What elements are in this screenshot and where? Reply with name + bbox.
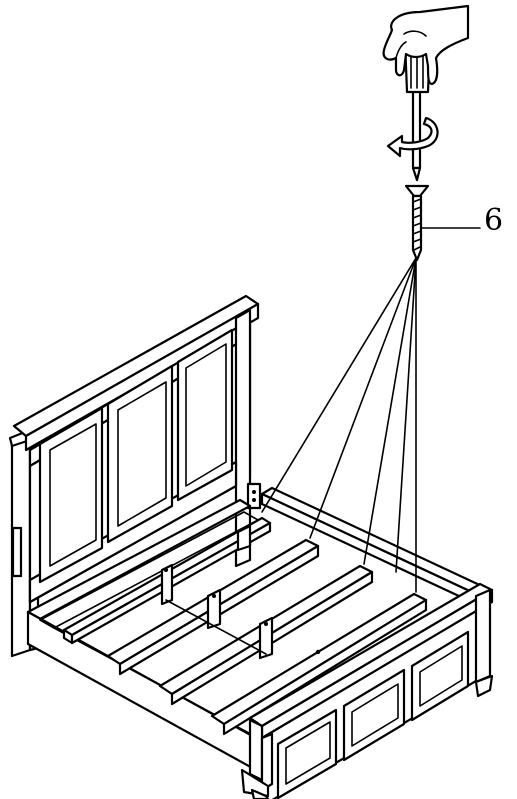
part-number-label: 6 [484,203,504,238]
footboard-panel-center [342,668,406,762]
screw-icon [404,184,430,262]
slat-4 [210,592,428,736]
headboard-panel-center [106,364,174,544]
center-support-legs [160,524,274,660]
footboard-panel-right [410,630,470,722]
footboard-panel-left [276,708,338,799]
headboard-panel-right [176,328,234,502]
headboard-panel-left [38,406,104,584]
footboard-right-post [474,588,492,684]
footboard [240,582,494,799]
hand-icon [382,4,470,86]
slats [62,516,428,736]
leader-lines [261,257,417,593]
rotate-arrow-icon [386,116,439,158]
headboard [8,294,260,658]
